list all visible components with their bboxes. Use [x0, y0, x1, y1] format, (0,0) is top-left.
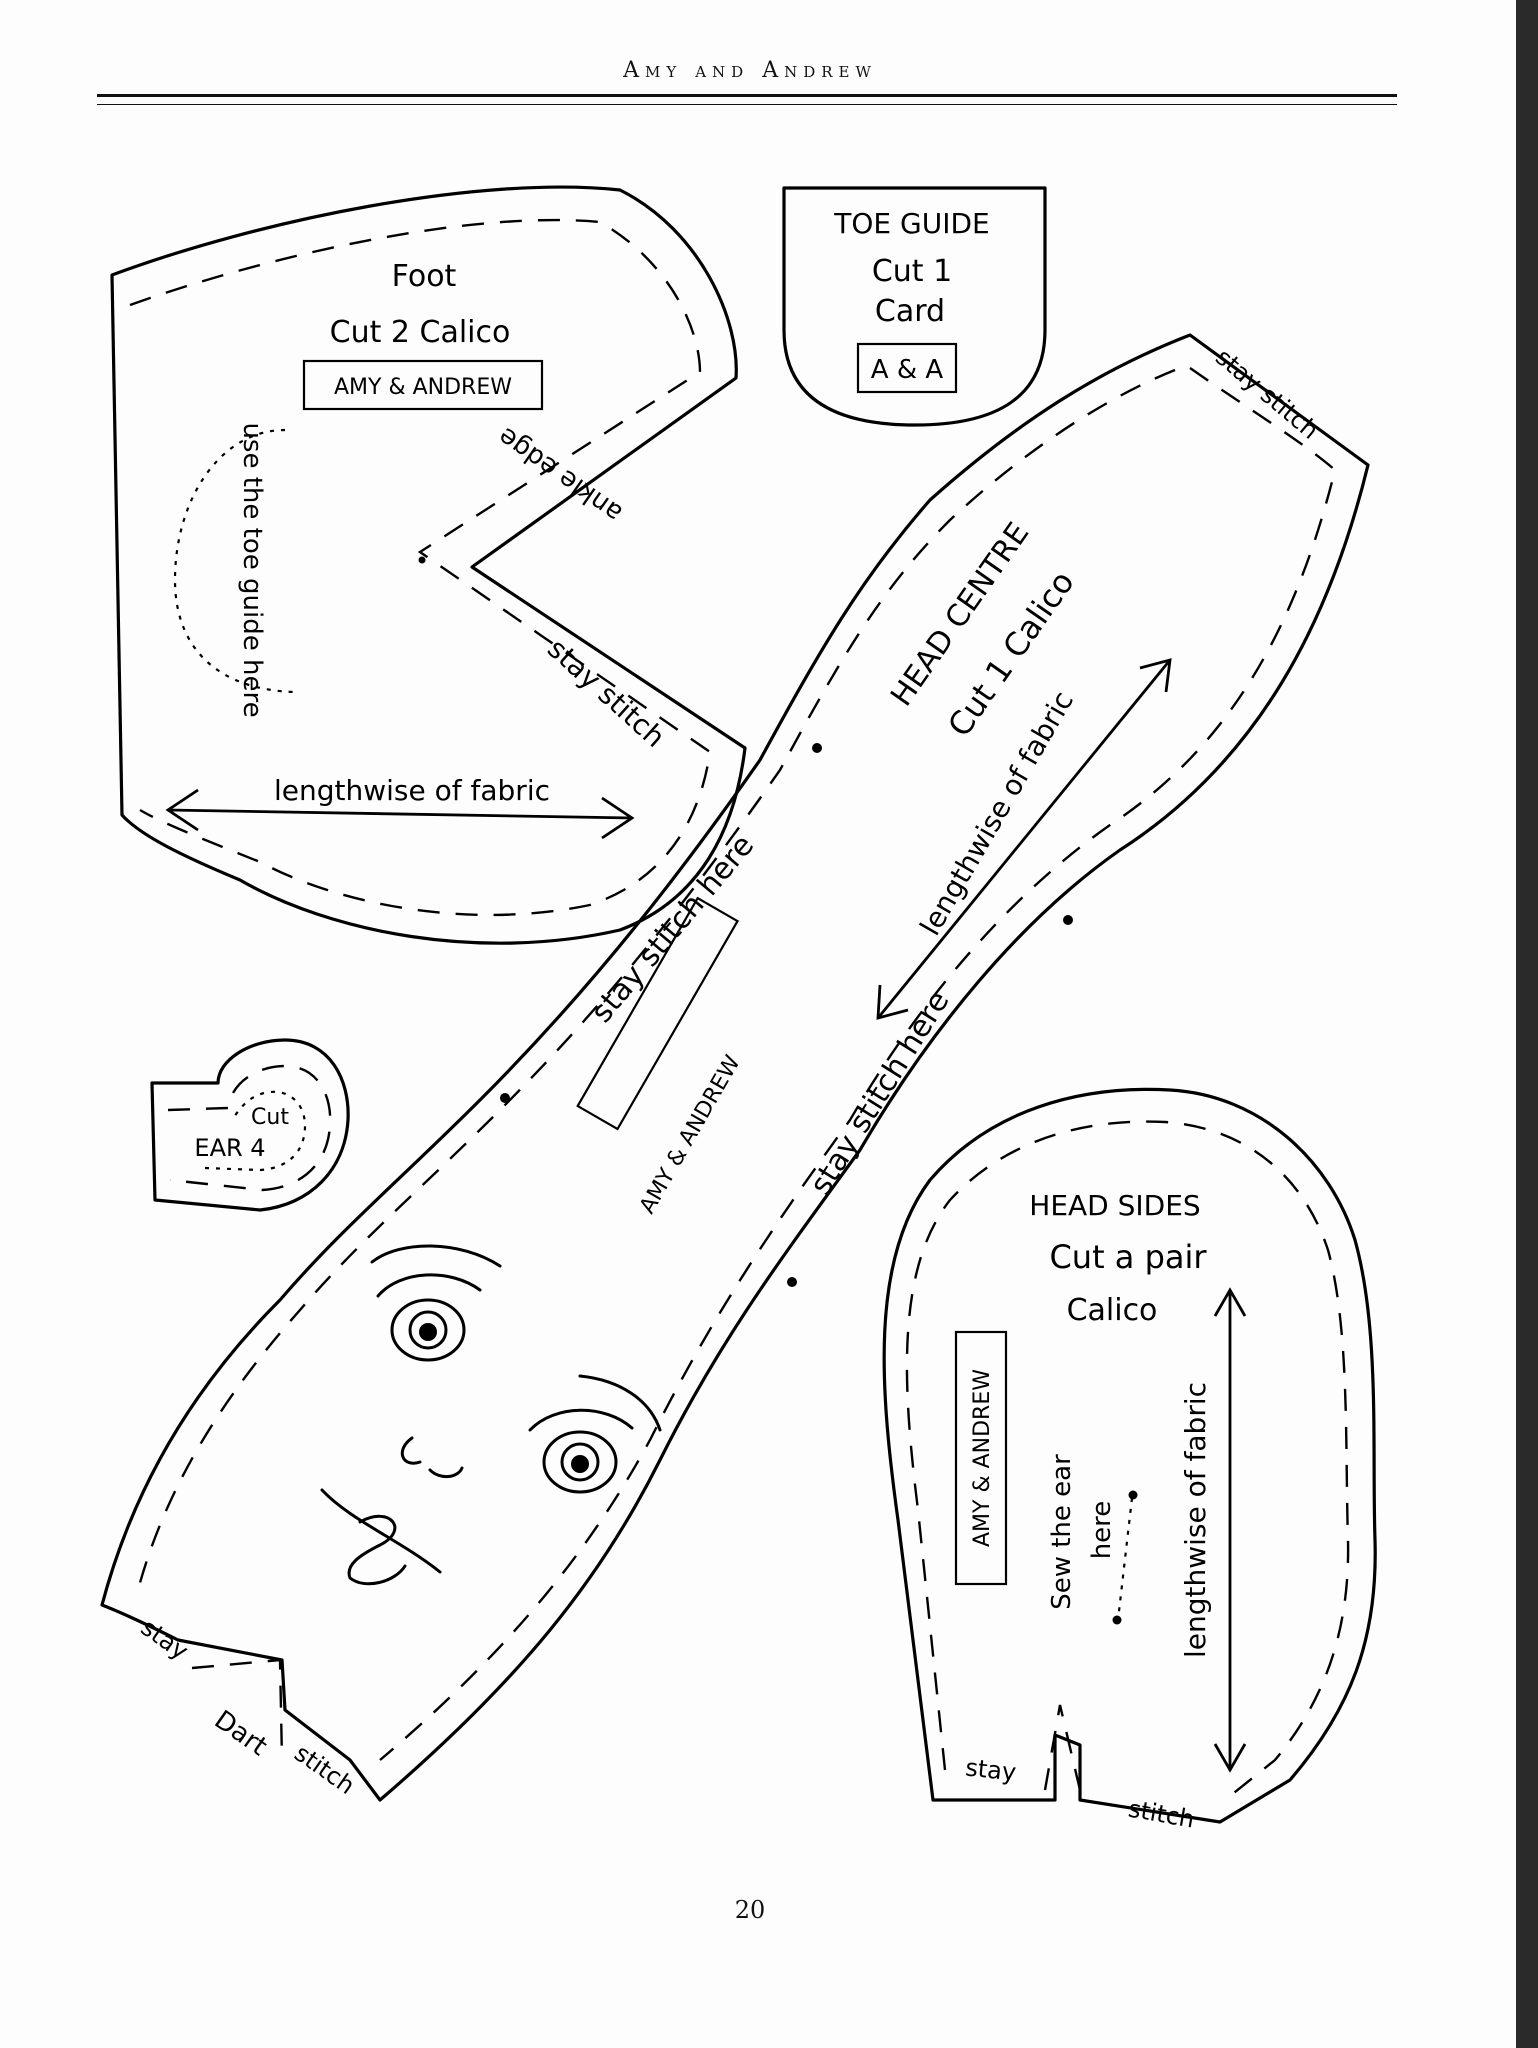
head-sides-notch: [1043, 1704, 1082, 1791]
foot-toe-guide-curve: [173, 428, 296, 694]
head-centre-seam-line: [379, 367, 1337, 1761]
toe-guide-brand-box: [856, 342, 958, 394]
foot-brand-label: AMY & ANDREW: [334, 375, 512, 400]
foot-brand-box: [302, 359, 544, 411]
foot-ankle-edge-label: ankle edge: [493, 421, 628, 528]
ear-cut-label: Cut: [251, 1105, 289, 1130]
head-centre-face: [320, 1244, 662, 1586]
head-sides-piece: HEAD SIDES Cut a pair Calico AMY & ANDRE…: [882, 1087, 1377, 1834]
foot-seam-line: [129, 218, 712, 917]
head-centre-cut-line: [100, 333, 1370, 1802]
page-header: Amy and Andrew: [623, 58, 877, 83]
head-centre-stitch-bottom: stitch: [289, 1739, 359, 1800]
head-sides-ear-placement-line: [1116, 1497, 1134, 1621]
head-centre-stay-stitch-left: stay stitch here: [584, 828, 761, 1029]
header-rule-thin: [97, 104, 1397, 105]
foot-grain-arrow-right-head: [601, 796, 635, 840]
nose-icon: [400, 1436, 464, 1478]
head-centre-stay-bottom: stay: [136, 1613, 194, 1665]
head-centre-grain-arrow-bottom-head: [876, 984, 909, 1020]
foot-toe-guide-note: use the toe guide here: [237, 422, 267, 717]
head-sides-brand-label: AMY & ANDREW: [970, 1369, 995, 1547]
ear-cut-line: [150, 1038, 350, 1212]
head-sides-grain-arrow-top-head: [1213, 1287, 1247, 1317]
foot-stay-stitch-label: stay stitch: [541, 632, 671, 754]
head-sides-stay-label: stay: [964, 1753, 1017, 1786]
toe-guide-brand-label: A & A: [871, 355, 944, 385]
head-centre-dart-label: Dart: [209, 1705, 273, 1762]
head-centre-dart: [191, 1658, 284, 1761]
head-sides-stitch-label: stitch: [1126, 1795, 1196, 1834]
head-sides-material: Calico: [1067, 1293, 1158, 1328]
ear-seam-line: [167, 1064, 332, 1192]
head-sides-grain-label: lengthwise of fabric: [1179, 1382, 1212, 1658]
head-sides-grain-arrow-bottom-head: [1213, 1743, 1247, 1773]
head-sides-cut-instruction: Cut a pair: [1049, 1238, 1207, 1276]
head-centre-grain-arrow: [876, 659, 1172, 1019]
head-sides-ear-note-1: Sew the ear: [1047, 1454, 1077, 1610]
head-centre-grain-arrow-top-head: [1139, 658, 1172, 693]
page-number: 20: [734, 1896, 766, 1924]
head-centre-brand-box: [576, 896, 740, 1131]
header-rule-thick: [97, 94, 1397, 97]
toe-guide-cut-instruction: Cut 1: [872, 254, 952, 289]
foot-grain-label: lengthwise of fabric: [274, 774, 550, 807]
toe-guide-material: Card: [875, 294, 945, 329]
page-edge-shadow: [1516, 0, 1538, 2048]
toe-guide-cut-line: [782, 186, 1047, 427]
head-sides-cut-line: [882, 1087, 1377, 1824]
head-centre-seam-left: [136, 368, 1176, 1591]
right-eye-icon: [542, 1430, 618, 1494]
left-eye-icon: [390, 1298, 466, 1362]
head-sides-title: HEAD SIDES: [1029, 1189, 1200, 1222]
foot-grain-arrow-left-head: [165, 788, 199, 832]
mouth-icon: [320, 1488, 442, 1586]
foot-piece: Foot Cut 2 Calico AMY & ANDREW use the t…: [110, 185, 747, 945]
foot-cut-line: [110, 185, 747, 945]
toe-guide-piece: TOE GUIDE Cut 1 Card A & A: [782, 186, 1047, 427]
head-centre-brand-label: AMY & ANDREW: [635, 1051, 746, 1218]
foot-cut-instruction: Cut 2 Calico: [330, 315, 511, 350]
head-sides-ear-note-2: here: [1087, 1501, 1117, 1560]
ear-title: EAR 4: [194, 1134, 265, 1162]
ear-piece: Cut EAR 4: [150, 1038, 350, 1212]
head-sides-brand-box: [954, 1330, 1008, 1586]
foot-title: Foot: [392, 259, 457, 294]
toe-guide-title: TOE GUIDE: [833, 207, 989, 240]
foot-grain-arrow: [167, 808, 633, 820]
head-sides-seam-line: [905, 1120, 1350, 1801]
